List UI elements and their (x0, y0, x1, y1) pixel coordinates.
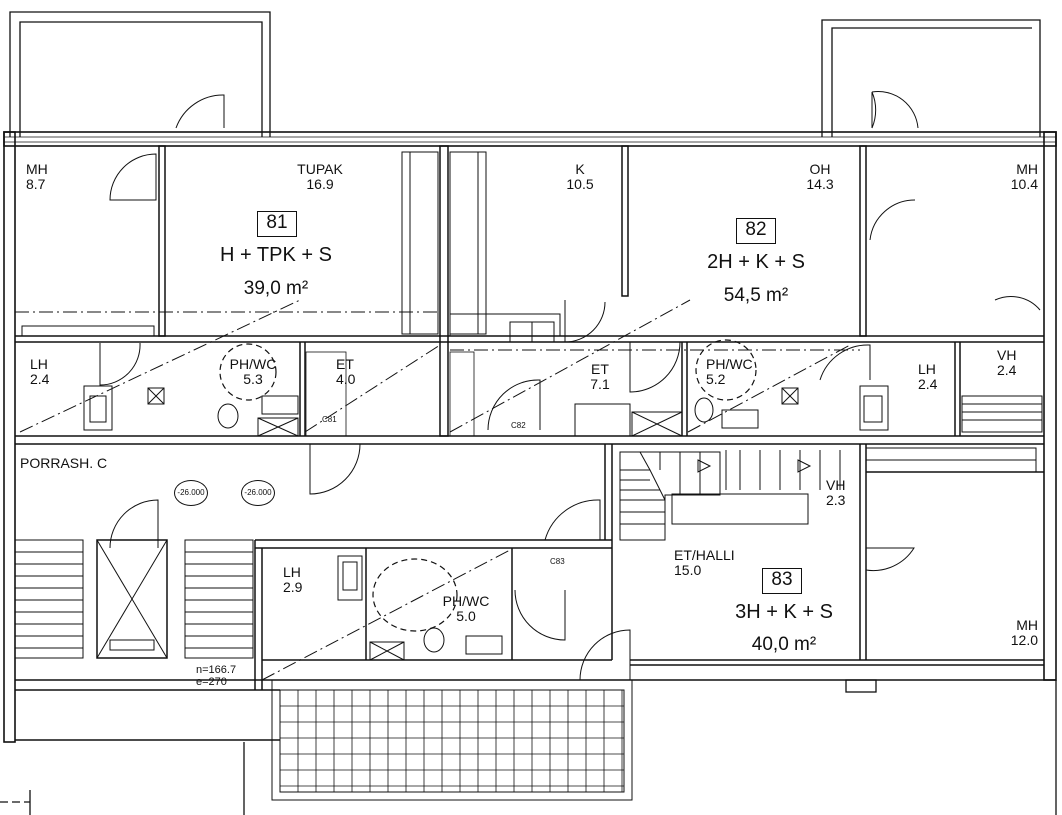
balcony-right (821, 19, 1041, 137)
fixtures (83, 351, 1043, 661)
elevation-marker-2: -26.000 (241, 480, 275, 506)
stairwell-label: PORRASH. C (20, 455, 108, 471)
interior-walls (15, 145, 1044, 690)
apartment-number-83: 83 (762, 568, 802, 594)
dashdot-lines (15, 299, 860, 681)
apartment-area-81: 39,0 m² (243, 278, 309, 299)
apartment-type-81: H + TPK + S (220, 244, 332, 266)
apartment-type-82: 2H + K + S (707, 251, 805, 273)
stair-rise-note: n=166.7 (196, 664, 237, 676)
apartment-number-82: 82 (736, 218, 776, 244)
kitchen-counters (21, 151, 1037, 525)
outer-wall (3, 131, 1057, 743)
apartment-type-83: 3H + K + S (735, 601, 833, 623)
apartment-number-81: 81 (257, 211, 297, 237)
door-code-c82: C82 (511, 421, 526, 430)
stair-going-note: e=270 (196, 676, 227, 688)
door-swings (99, 153, 1041, 681)
shower-circles (219, 339, 757, 632)
common-stairwell (14, 539, 254, 659)
door-code-c83: C83 (550, 557, 565, 566)
internal-stair (619, 450, 841, 541)
door-code-c81: C81 (322, 415, 337, 424)
south-balcony (271, 679, 633, 801)
elevation-marker-1: -26.000 (174, 480, 208, 506)
balcony-left (9, 11, 271, 137)
apartment-area-82: 54,5 m² (723, 285, 789, 306)
apartment-area-83: 40,0 m² (751, 634, 817, 655)
